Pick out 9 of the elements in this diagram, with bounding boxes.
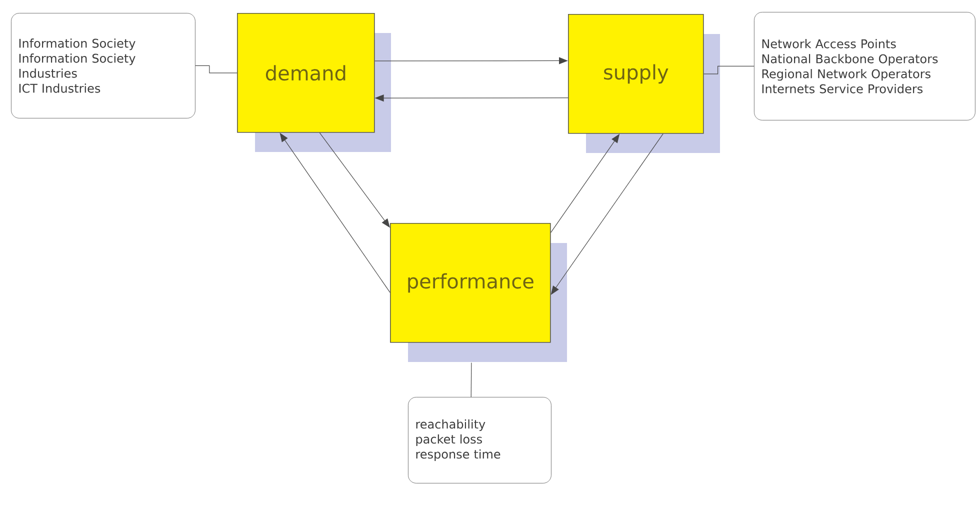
process-box: supply: [568, 14, 720, 153]
note-box: Information Society Information Society Industries ICT Industries: [11, 13, 196, 118]
connector-line: [195, 65, 238, 74]
process-box: demand: [237, 13, 391, 152]
note-box: Network Access Points National Backbone Operators Regional Network Operators Internets Service Providers: [754, 12, 976, 120]
note-box: reachability packet loss response time: [408, 397, 552, 484]
connector-line: [470, 362, 472, 398]
connector-line: [704, 66, 754, 74]
process-box: performance: [390, 223, 567, 362]
